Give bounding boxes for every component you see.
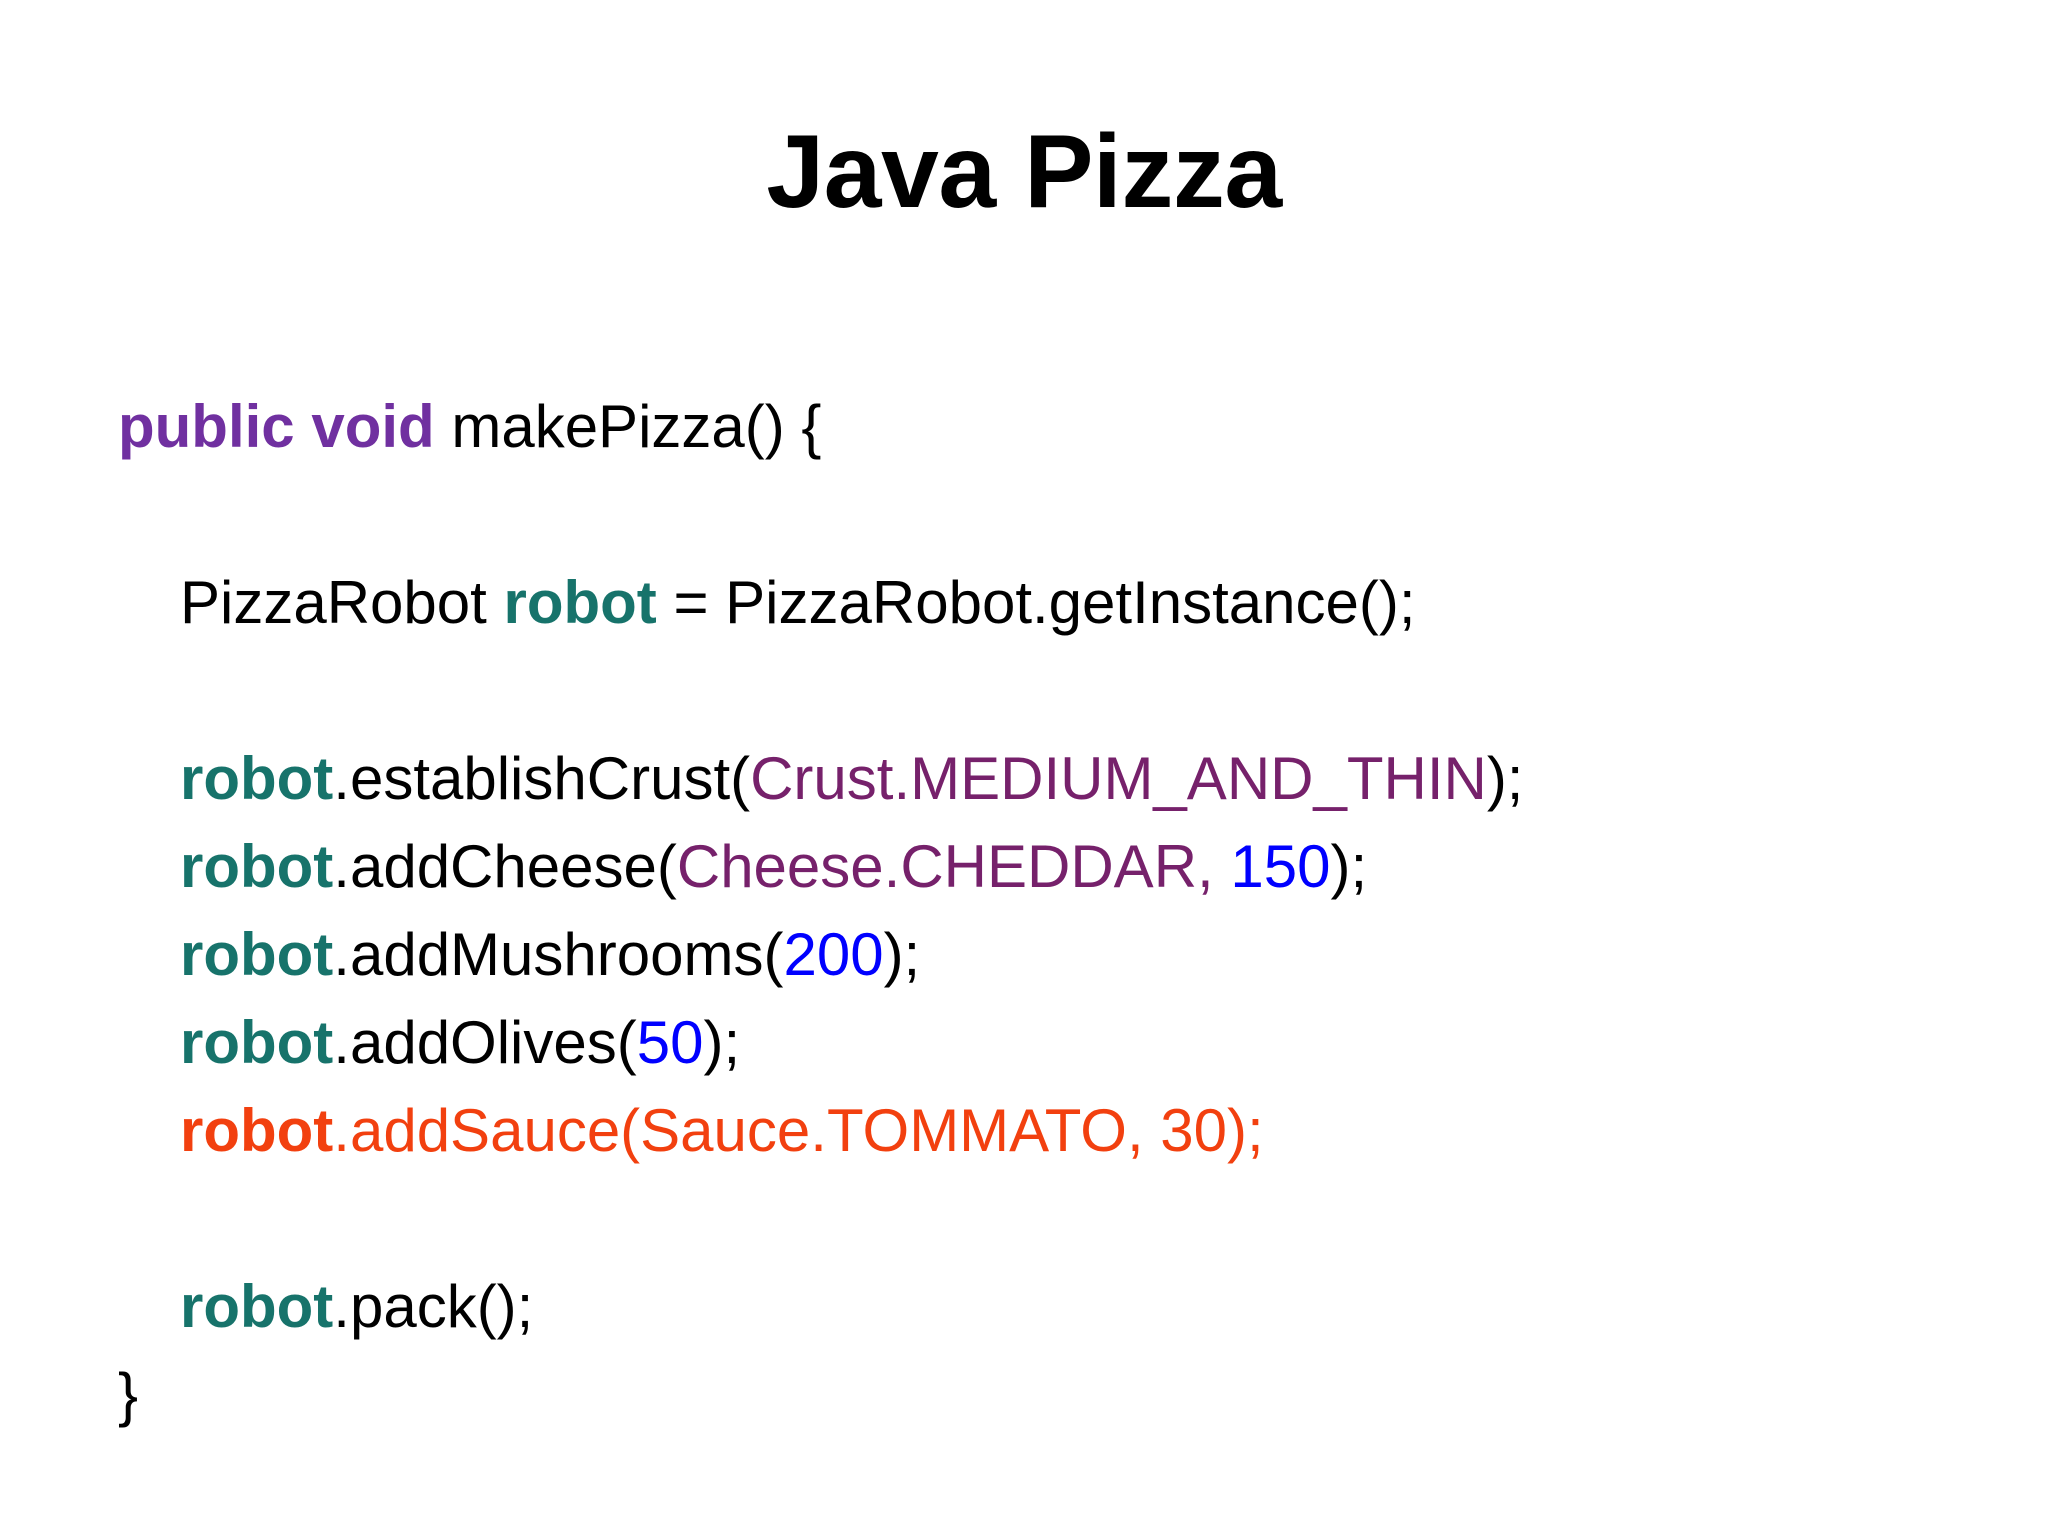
code-token-plain: ); — [703, 1009, 741, 1076]
code-token-plain: ); — [883, 921, 921, 988]
code-token-variable: robot — [180, 1097, 334, 1164]
page-title: Java Pizza — [766, 114, 1282, 230]
line-blank-3 — [118, 1175, 1968, 1263]
code-token-enum: Crust.MEDIUM_AND_THIN — [750, 745, 1487, 812]
code-token-variable: robot — [180, 833, 334, 900]
code-token-variable: robot — [180, 921, 334, 988]
line-method-signature: public void makePizza() { — [118, 383, 1968, 471]
code-token-number: 150 — [1230, 833, 1331, 900]
code-token-variable: robot — [180, 1009, 334, 1076]
code-token-variable: robot — [503, 569, 657, 636]
code-token-plain: .addOlives( — [333, 1009, 637, 1076]
code-token-variable: robot — [180, 745, 334, 812]
code-token-plain: .addCheese( — [333, 833, 677, 900]
line-pack: robot.pack(); — [118, 1263, 1968, 1351]
code-token-plain — [1214, 833, 1231, 900]
code-token-plain: = PizzaRobot.getInstance(); — [656, 569, 1416, 636]
code-token-number: 200 — [783, 921, 884, 988]
line-blank-1 — [118, 471, 1968, 559]
code-token-plain: PizzaRobot — [180, 569, 504, 636]
code-token-plain: ); — [1330, 833, 1368, 900]
code-token-plain: .establishCrust( — [333, 745, 751, 812]
line-add-olives: robot.addOlives(50); — [118, 999, 1968, 1087]
code-token-variable: robot — [180, 1273, 334, 1340]
code-token-enum: Cheese.CHEDDAR, — [676, 833, 1214, 900]
line-add-mushrooms: robot.addMushrooms(200); — [118, 911, 1968, 999]
code-block: public void makePizza() { PizzaRobot rob… — [118, 383, 1968, 1439]
code-token-plain: .addSauce(Sauce.TOMMATO, 30); — [333, 1097, 1264, 1164]
code-token-plain: } — [118, 1361, 139, 1428]
line-add-cheese: robot.addCheese(Cheese.CHEDDAR, 150); — [118, 823, 1968, 911]
line-blank-2 — [118, 647, 1968, 735]
code-token-keyword: public void — [118, 393, 435, 460]
line-add-sauce: robot.addSauce(Sauce.TOMMATO, 30); — [118, 1087, 1968, 1175]
code-token-number: 50 — [636, 1009, 704, 1076]
code-token-plain: ); — [1486, 745, 1524, 812]
code-token-plain: .addMushrooms( — [333, 921, 784, 988]
code-token-plain: makePizza() { — [434, 393, 822, 460]
line-get-instance: PizzaRobot robot = PizzaRobot.getInstanc… — [118, 559, 1968, 647]
code-token-plain: .pack(); — [333, 1273, 534, 1340]
line-establish-crust: robot.establishCrust(Crust.MEDIUM_AND_TH… — [118, 735, 1968, 823]
line-closing-brace: } — [118, 1351, 1968, 1439]
